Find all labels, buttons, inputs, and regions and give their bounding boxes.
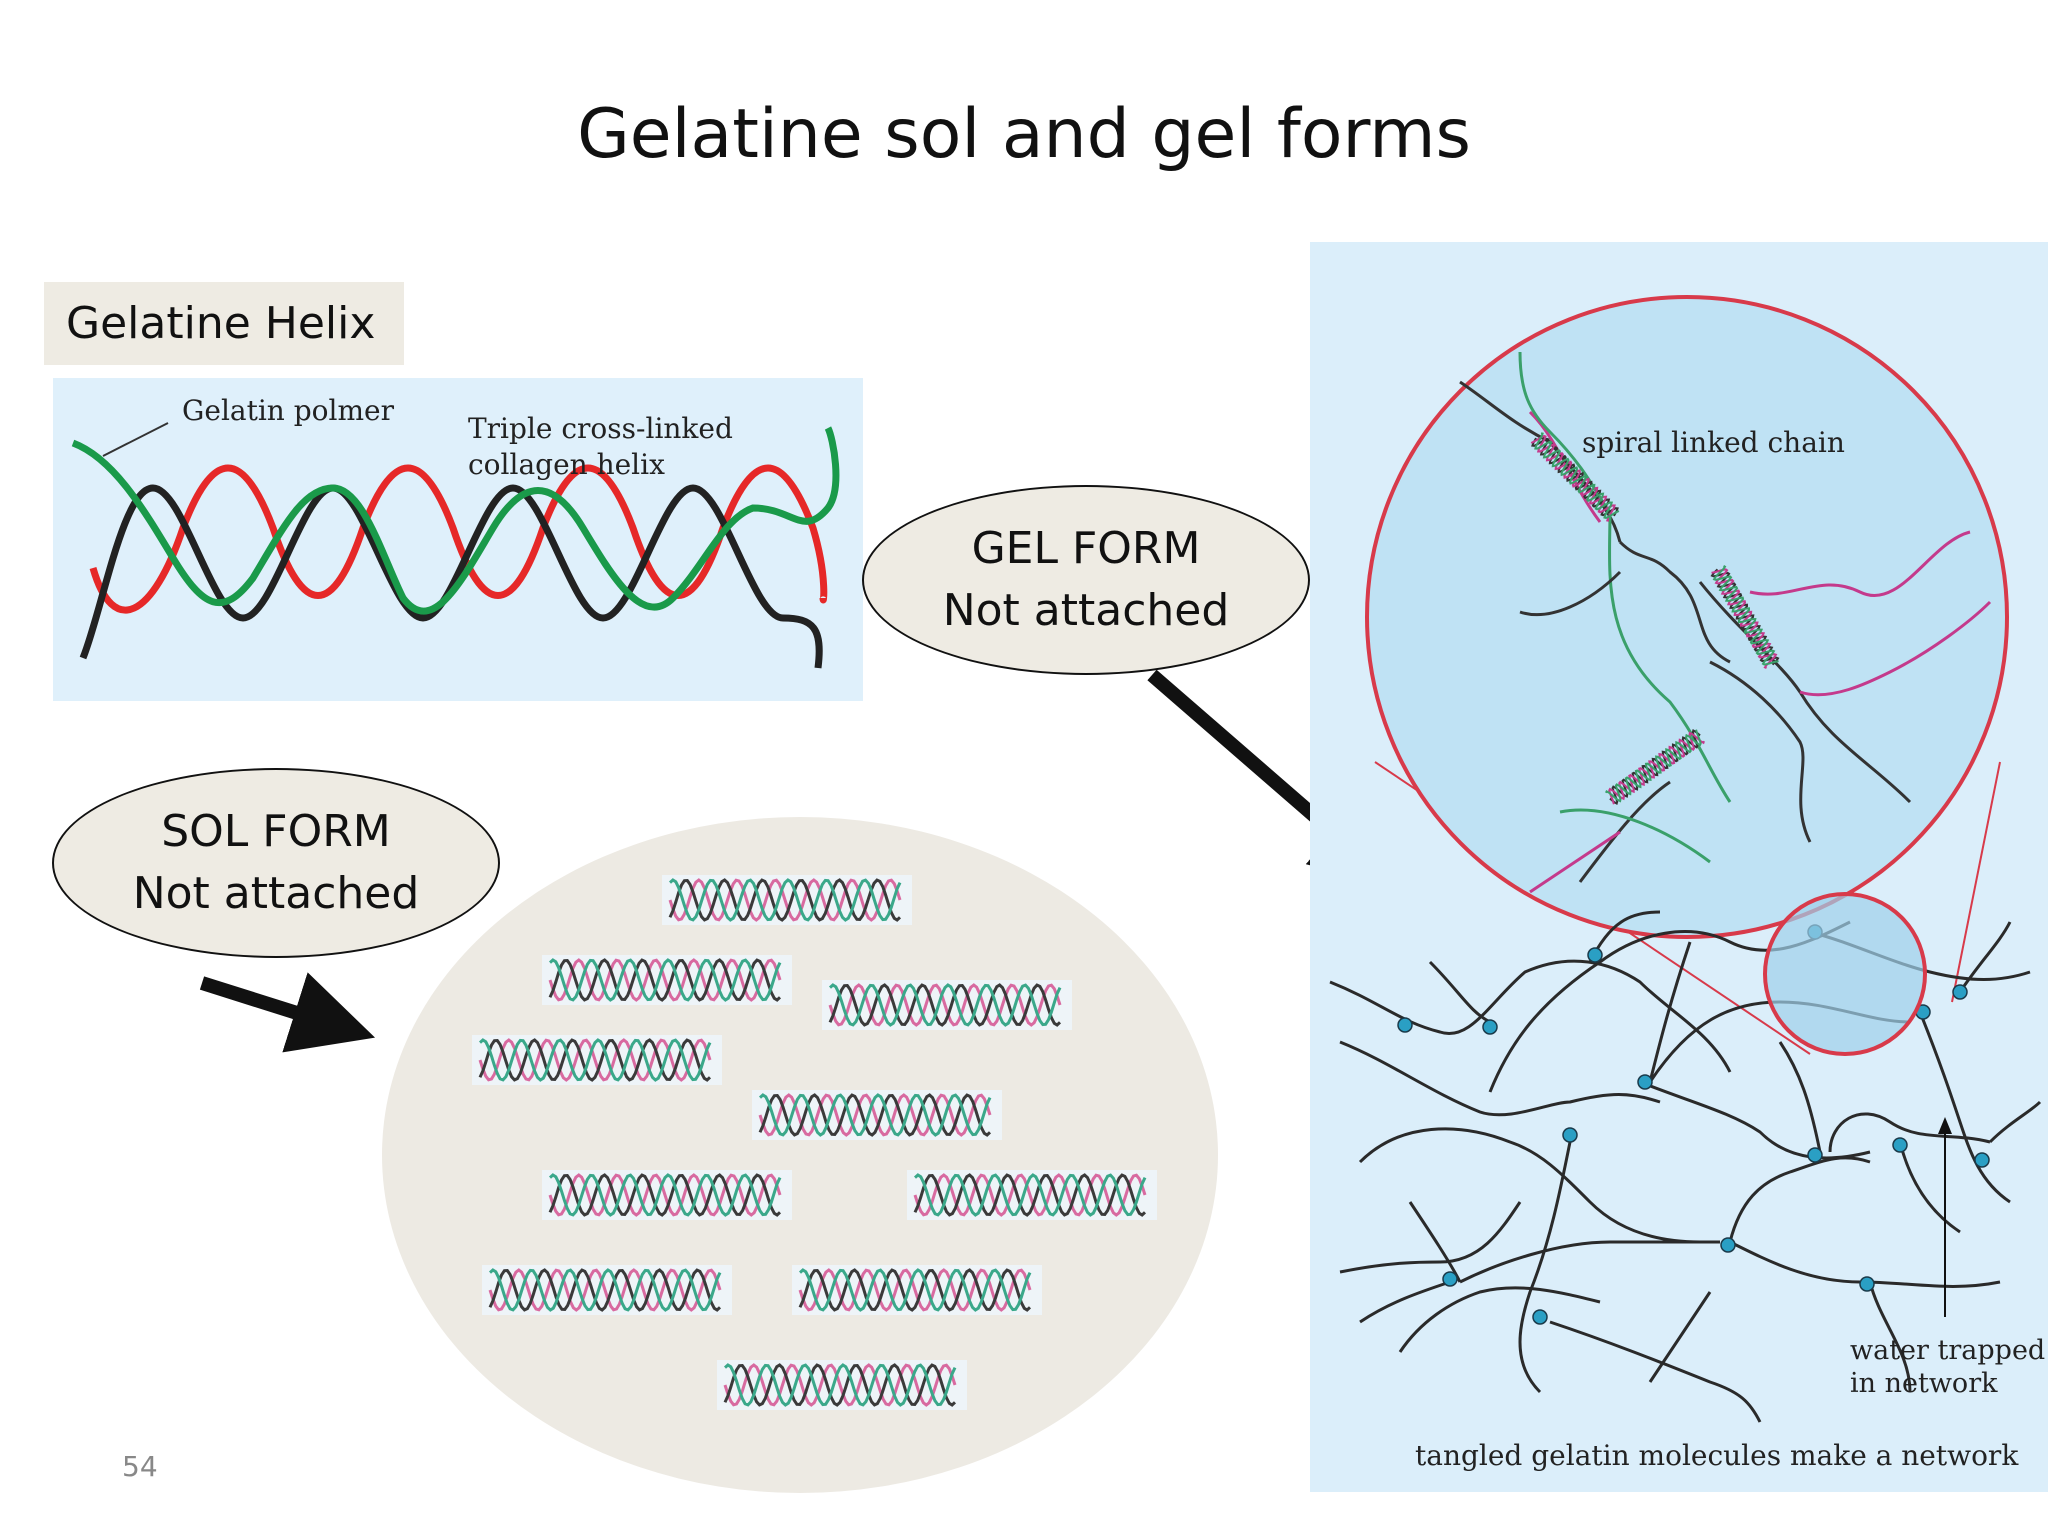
crosslink-node — [1859, 1276, 1875, 1292]
triple-label-2: collagen helix — [468, 448, 665, 481]
water-label-2: in network — [1850, 1368, 1998, 1399]
crosslink-node — [1562, 1127, 1578, 1143]
sol-helix — [542, 1170, 792, 1220]
sol-helix — [542, 955, 792, 1005]
sol-helix — [717, 1360, 967, 1410]
helix-strand-black — [79, 484, 823, 669]
sol-helix — [907, 1170, 1157, 1220]
gel-form-callout: GEL FORM Not attached — [862, 485, 1310, 675]
triple-helix-illustration: Gelatin polmer Triple cross-linked colla… — [71, 394, 840, 669]
crosslink-node — [1442, 1271, 1458, 1287]
sol-helix — [482, 1265, 732, 1315]
sol-form-callout: SOL FORM Not attached — [52, 768, 500, 958]
crosslink-node — [1637, 1074, 1653, 1090]
helix-strand-green — [71, 426, 840, 615]
water-pointer-head — [1938, 1117, 1952, 1134]
helix-label: Gelatine Helix — [44, 282, 404, 365]
crosslink-node — [1482, 1019, 1498, 1035]
crosslink-node — [1532, 1309, 1548, 1325]
crosslink-node — [1587, 947, 1603, 963]
water-label-1: water trapped — [1850, 1335, 2045, 1366]
sol-helix — [752, 1090, 1002, 1140]
gel-form-title: GEL FORM — [971, 523, 1201, 574]
spiral-label: spiral linked chain — [1582, 426, 1845, 459]
crosslink-node — [1720, 1237, 1736, 1253]
helix-diagram: Gelatin polmer Triple cross-linked colla… — [53, 378, 863, 701]
crosslink-node — [1807, 1147, 1823, 1163]
gel-form-diagram: spiral linked chain water trapped in net… — [1310, 242, 2048, 1492]
helix-strand-red — [89, 464, 828, 614]
spiral-link-1 — [1530, 432, 1620, 522]
crosslink-node — [1974, 1152, 1990, 1168]
gel-network-illustration: spiral linked chain water trapped in net… — [1329, 295, 2045, 1472]
page-number: 54 — [122, 1450, 158, 1483]
sol-form-subtitle: Not attached — [132, 868, 420, 919]
magnifier-circle — [1365, 295, 2009, 939]
spiral-link-2 — [1710, 565, 1780, 669]
network-label: tangled gelatin molecules make a network — [1415, 1439, 2019, 1472]
crosslink-node — [1397, 1017, 1413, 1033]
sol-helix — [472, 1035, 722, 1085]
sol-form-title: SOL FORM — [161, 806, 391, 857]
sol-helix — [822, 980, 1072, 1030]
sol-arrow — [199, 972, 376, 1053]
crosslink-node — [1892, 1137, 1908, 1153]
sol-helix — [662, 875, 912, 925]
polymer-leader-line — [102, 422, 169, 457]
polymer-label: Gelatin polmer — [182, 394, 395, 427]
sol-helix — [792, 1265, 1042, 1315]
gel-form-subtitle: Not attached — [942, 585, 1230, 636]
slide-title: Gelatine sol and gel forms — [577, 95, 1471, 174]
sol-helix-group — [472, 875, 1157, 1410]
spiral-chains — [1459, 351, 1992, 894]
crosslink-node — [1952, 984, 1968, 1000]
spiral-link-3 — [1605, 729, 1705, 805]
triple-label-1: Triple cross-linked — [468, 412, 733, 445]
zoom-region-circle — [1763, 892, 1927, 1056]
helix-label-text: Gelatine Helix — [66, 298, 376, 349]
sol-form-diagram — [382, 817, 1218, 1493]
